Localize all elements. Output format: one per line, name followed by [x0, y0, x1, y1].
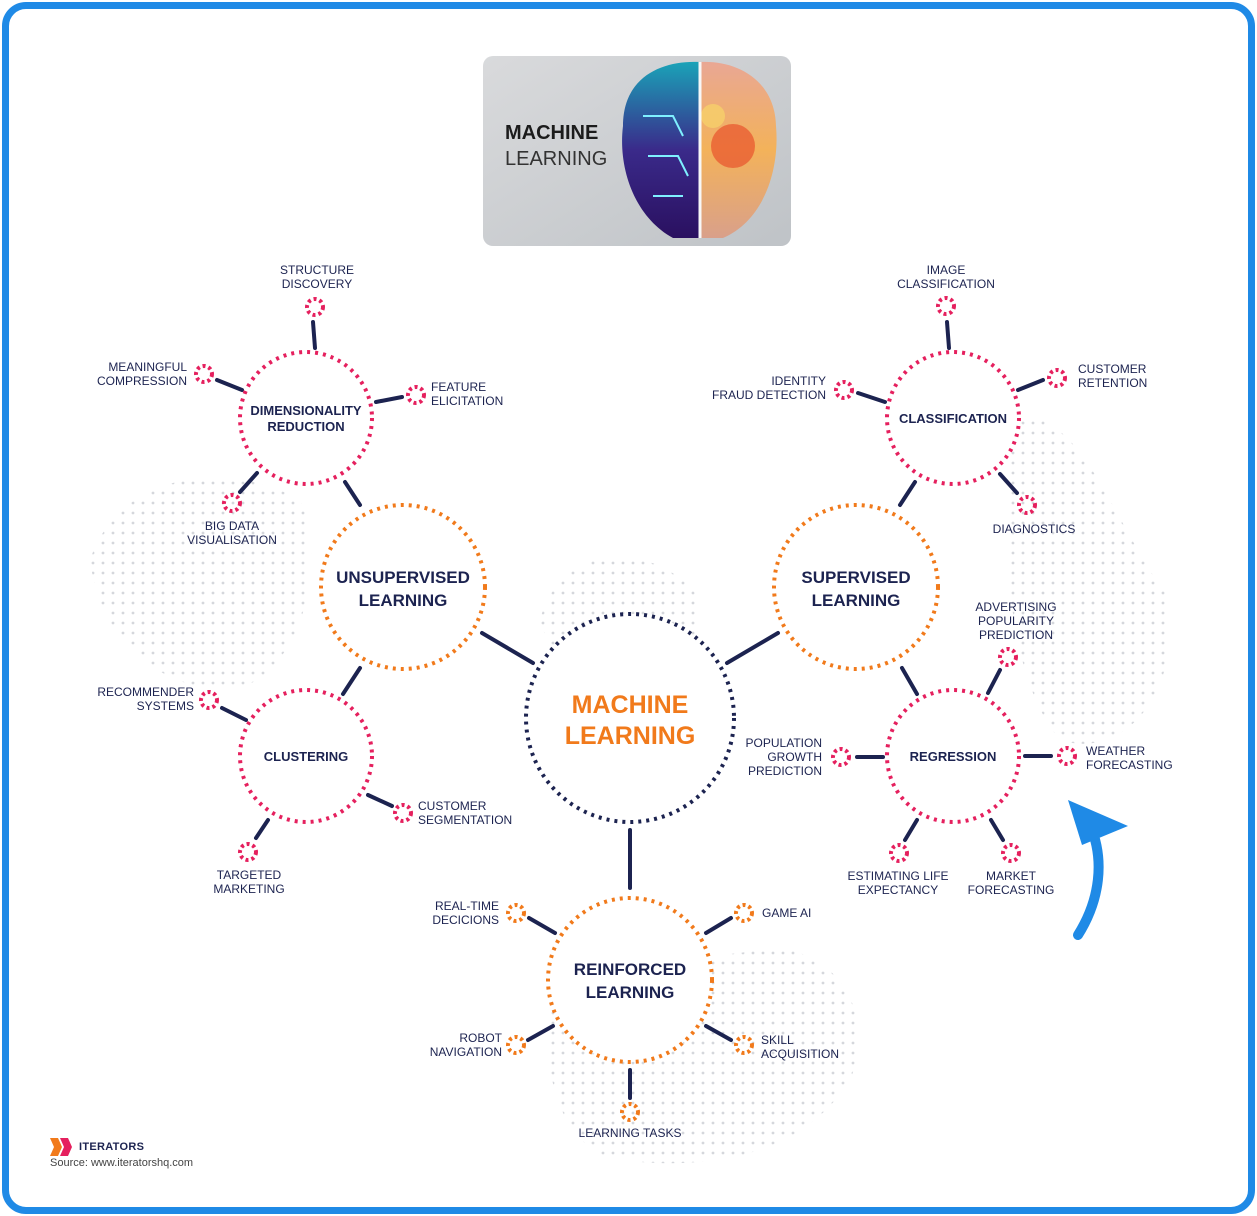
leaf-skill-acquisition: SKILL [761, 1033, 794, 1047]
leaf-market-forecasting: MARKET [986, 869, 1037, 883]
leaf-node [734, 1035, 754, 1055]
leaf-feature-elicitation: FEATURE [431, 380, 486, 394]
leaf-node [194, 364, 214, 384]
center-circle [524, 612, 736, 824]
leaf-node [834, 380, 854, 400]
leaf-node [406, 385, 426, 405]
leaf-identity-fraud-detection: IDENTITY [771, 374, 826, 388]
leaf-node [936, 296, 956, 316]
clustering-circle [238, 688, 374, 824]
regression-circle [885, 688, 1021, 824]
leaf-node [1017, 495, 1037, 515]
leaf-node [1047, 368, 1067, 388]
leaf-node [998, 647, 1018, 667]
leaf-nodes-pink [194, 296, 1077, 863]
leaf-node [1001, 843, 1021, 863]
dimensionality-label-line1: DIMENSIONALITY [250, 403, 362, 418]
subcategory-circles [238, 350, 1021, 824]
header-image: MACHINE LEARNING [483, 56, 791, 246]
regression-label: REGRESSION [910, 749, 997, 764]
leaf-node [393, 803, 413, 823]
leaf-estimating-life-expectancy: ESTIMATING LIFE [847, 869, 948, 883]
leaf-diagnostics: DIAGNOSTICS [993, 522, 1076, 536]
leaf-game-ai: GAME AI [762, 906, 811, 920]
connectors [215, 320, 1053, 1100]
dimensionality-label-line2: REDUCTION [267, 419, 344, 434]
header-title-line1: MACHINE [505, 122, 598, 144]
leaf-meaningful-compression: MEANINGFUL [108, 360, 187, 374]
leaf-node [734, 903, 754, 923]
iterators-logo-icon [50, 1138, 72, 1156]
brain-illustration: MACHINE LEARNING [483, 56, 791, 246]
unsupervised-circle [319, 503, 487, 671]
leaf-node [506, 903, 526, 923]
leaf-population-growth-prediction: POPULATION [746, 736, 822, 750]
leaf-weather-forecasting: WEATHER [1086, 744, 1145, 758]
leaf-image-classification: IMAGE [927, 263, 966, 277]
source-text: Source: www.iteratorshq.com [50, 1157, 194, 1169]
leaf-node [889, 843, 909, 863]
classification-circle [885, 350, 1021, 486]
leaf-robot-navigation: ROBOT [459, 1031, 502, 1045]
leaf-node [620, 1102, 640, 1122]
dimensionality-circle [238, 350, 374, 486]
reinforced-label-line2: LEARNING [586, 983, 675, 1002]
reinforced-label-line1: REINFORCED [574, 960, 686, 979]
leaf-nodes-orange [506, 903, 754, 1122]
leaf-node [238, 842, 258, 862]
brand-logo: ITERATORS [50, 1138, 144, 1156]
supervised-label-line2: LEARNING [812, 591, 901, 610]
classification-label: CLASSIFICATION [899, 411, 1007, 426]
leaf-customer-segmentation: CUSTOMER [418, 799, 487, 813]
curved-arrow-icon [1068, 800, 1128, 940]
leaf-node [831, 747, 851, 767]
header-title-line2: LEARNING [505, 148, 607, 170]
leaf-node [506, 1035, 526, 1055]
leaf-customer-retention: CUSTOMER [1078, 362, 1147, 376]
leaf-targeted-marketing: TARGETED [217, 868, 282, 882]
leaf-advertising-popularity-prediction: ADVERTISING [975, 600, 1056, 614]
leaf-big-data-visualisation: BIG DATA [205, 519, 259, 533]
leaf-real-time-decisions: REAL-TIME [435, 899, 499, 913]
leaf-learning-tasks: LEARNING TASKS [579, 1126, 682, 1140]
leaf-node [222, 493, 242, 513]
brand-name: ITERATORS [79, 1141, 145, 1153]
center-title-line1: MACHINE [572, 691, 689, 719]
category-circles [319, 503, 940, 1064]
leaf-node [1057, 746, 1077, 766]
leaf-recommender-systems: RECOMMENDER [97, 685, 194, 699]
center-title-line2: LEARNING [565, 722, 696, 750]
supervised-circle [772, 503, 940, 671]
unsupervised-label-line2: LEARNING [359, 591, 448, 610]
clustering-label: CLUSTERING [264, 749, 349, 764]
unsupervised-label-line1: UNSUPERVISED [336, 568, 470, 587]
reinforced-circle [546, 896, 714, 1064]
leaf-structure-discovery: STRUCTURE [280, 263, 354, 277]
leaf-node [305, 297, 325, 317]
leaf-node [199, 690, 219, 710]
supervised-label-line1: SUPERVISED [801, 568, 910, 587]
